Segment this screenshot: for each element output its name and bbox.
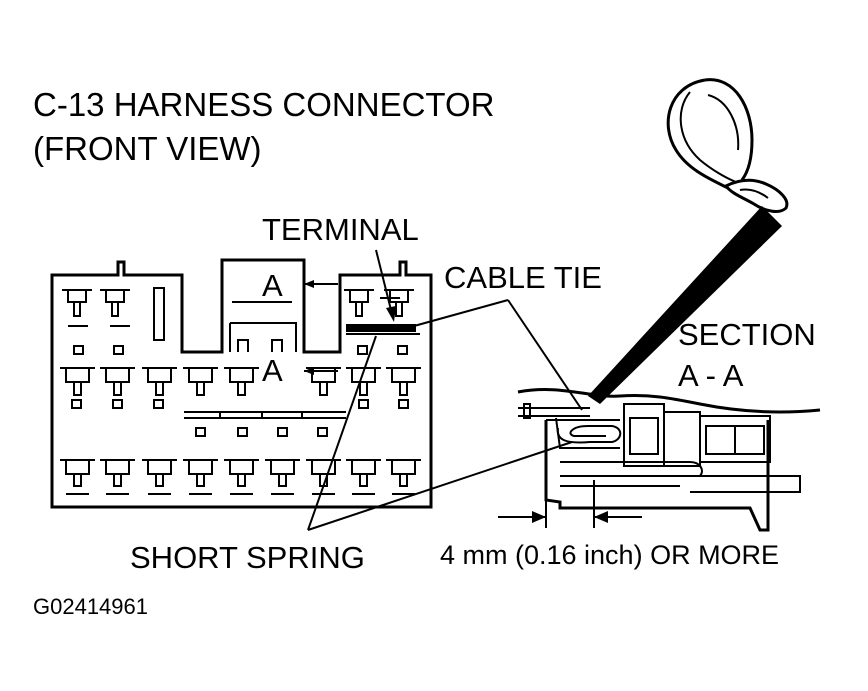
cable-tie-label: CABLE TIE: [444, 260, 602, 295]
connector-front-view: A A: [50, 258, 433, 509]
cable-tie-illustration: [588, 78, 789, 404]
section-mark-bottom: A: [262, 353, 283, 388]
cable-tie-leader-section: [507, 299, 583, 411]
dimension-indicator: [498, 500, 642, 528]
terminal-leader: [375, 249, 393, 315]
dimension-label: 4 mm (0.16 inch) OR MORE: [440, 540, 779, 570]
cable-tie-leader-front: [413, 299, 509, 327]
terminal-row-2: [60, 367, 421, 437]
short-spring-label: SHORT SPRING: [130, 540, 365, 575]
title-line-2: (FRONT VIEW): [33, 130, 262, 167]
section-label-line-1: SECTION: [678, 317, 816, 352]
short-spring-leader-front: [307, 335, 377, 531]
title-line-1: C-13 HARNESS CONNECTOR: [33, 86, 494, 123]
terminal-row-1: [62, 289, 420, 355]
terminal-row-3: [60, 459, 421, 495]
section-label-line-2: A - A: [678, 358, 744, 393]
figure-code: G02414961: [33, 594, 148, 619]
terminal-label: TERMINAL: [262, 212, 419, 247]
section-view: [517, 388, 821, 532]
short-spring-leader-section: [307, 441, 573, 531]
section-mark-top: A: [262, 268, 283, 303]
